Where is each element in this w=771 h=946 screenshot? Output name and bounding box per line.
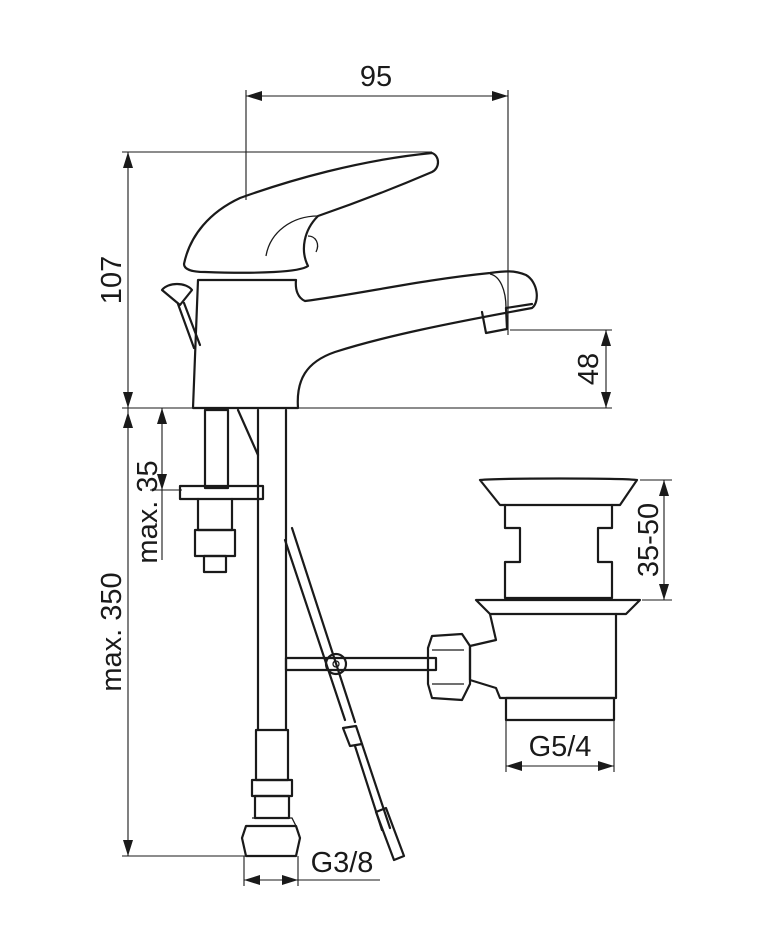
dim-label-107: 107 xyxy=(96,256,128,304)
dimension-lines xyxy=(122,90,672,886)
supply-hoses xyxy=(178,408,438,862)
dim-label-48: 48 xyxy=(573,353,605,385)
dim-label-g5-4: G5/4 xyxy=(529,731,592,763)
dim-label-g3-8: G3/8 xyxy=(311,847,374,879)
dim-label-max-35: max. 35 xyxy=(132,460,164,563)
dim-label-95: 95 xyxy=(360,61,392,93)
pop-up-drain xyxy=(426,477,642,722)
dim-label-max-350: max. 350 xyxy=(96,572,128,691)
dim-label-35-50: 35-50 xyxy=(633,503,665,577)
faucet-body xyxy=(160,151,538,410)
